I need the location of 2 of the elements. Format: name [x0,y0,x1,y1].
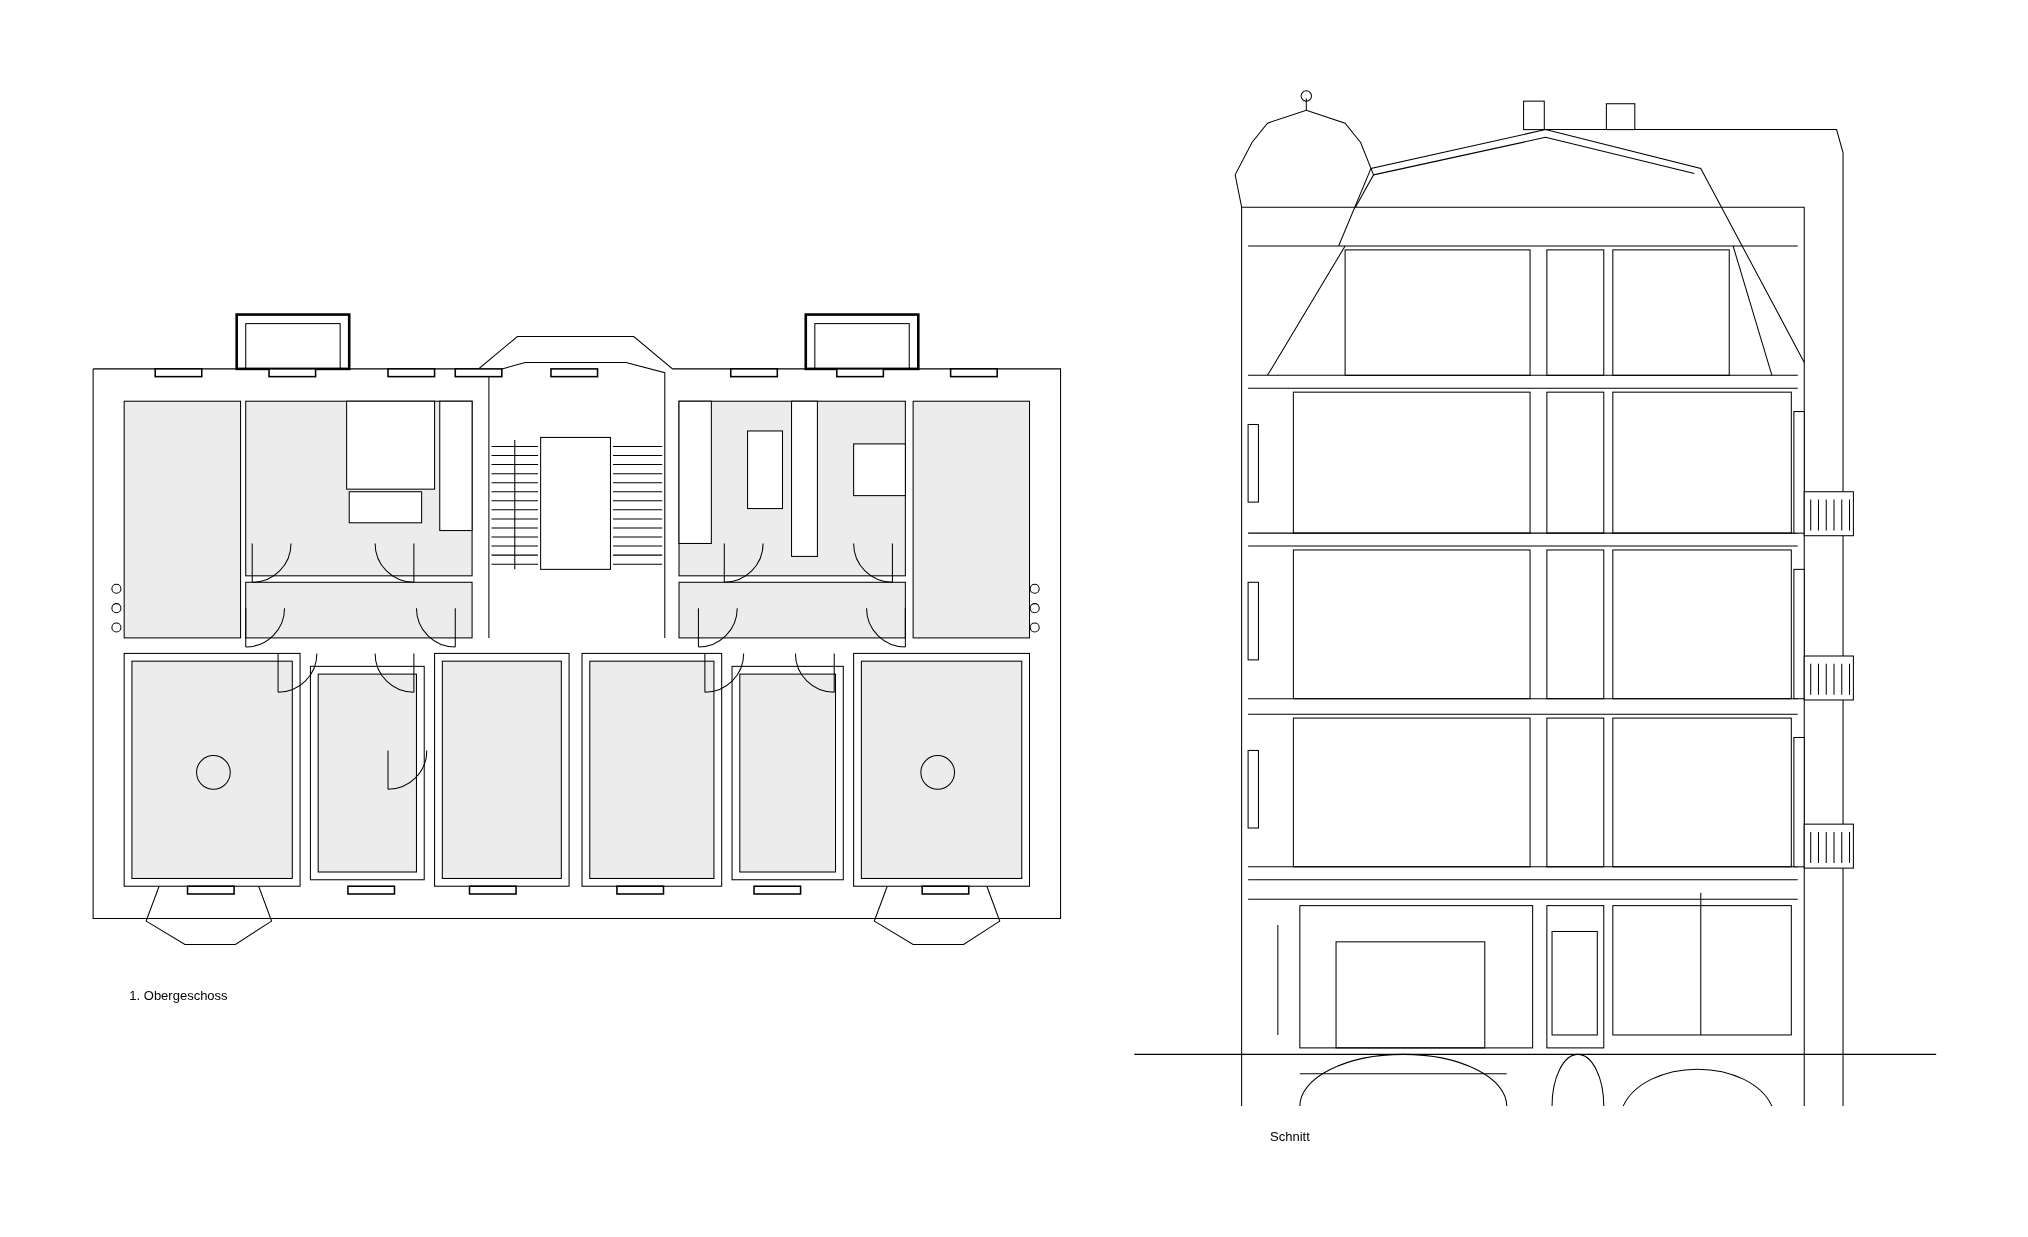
plan-title: 1. Obergeschoss [129,988,228,1004]
section-title: Schnitt [1270,1129,1310,1145]
